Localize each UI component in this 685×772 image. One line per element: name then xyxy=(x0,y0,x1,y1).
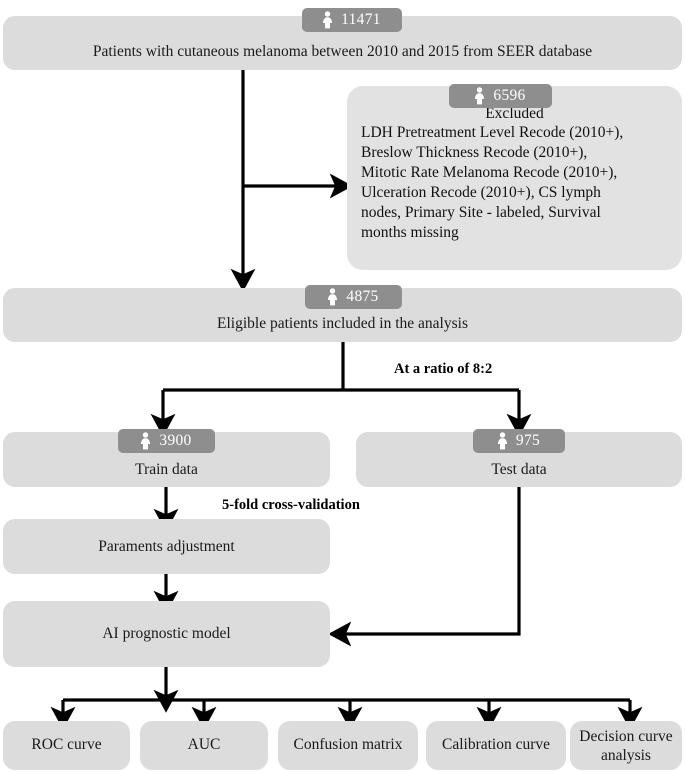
badge-test-count: 975 xyxy=(473,429,565,453)
node-output-roc-curve[interactable]: ROC curve xyxy=(3,721,130,770)
node-output-calibration-curve[interactable]: Calibration curve xyxy=(426,721,566,770)
person-icon xyxy=(141,432,151,450)
badge-train-count: 3900 xyxy=(118,429,215,453)
node-output-label: Confusion matrix xyxy=(293,736,403,753)
badge-excluded-count: 6596 xyxy=(449,84,552,108)
badge-source-count: 11471 xyxy=(302,8,402,32)
node-test-label: Test data xyxy=(491,461,547,478)
node-output-label: Calibration curve xyxy=(441,736,551,753)
badge-train-count-text: 3900 xyxy=(159,432,192,450)
badge-eligible-count: 4875 xyxy=(305,285,402,309)
node-output-auc[interactable]: AUC xyxy=(140,721,268,770)
person-icon xyxy=(323,11,333,29)
node-train-label: Train data xyxy=(135,461,198,478)
node-params-label: Paraments adjustment xyxy=(98,538,235,555)
node-excluded-reasons: LDH Pretreatment Level Recode (2010+), B… xyxy=(361,124,624,241)
badge-test-count-text: 975 xyxy=(515,432,541,450)
badge-eligible-count-text: 4875 xyxy=(346,288,379,306)
node-excluded[interactable]: Excluded LDH Pretreatment Level Recode (… xyxy=(347,86,682,270)
node-output-decision-curve-analysis[interactable]: Decision curve analysis xyxy=(570,721,682,770)
node-output-label: ROC curve xyxy=(31,736,102,753)
node-source-label: Patients with cutaneous melanoma between… xyxy=(92,43,593,60)
node-output-label: Decision curve analysis xyxy=(579,728,673,764)
annotation-cross-validation: 5-fold cross-validation xyxy=(222,497,360,513)
arrow-test-to-model xyxy=(328,487,521,647)
person-icon xyxy=(475,87,485,105)
node-eligible-label: Eligible patients included in the analys… xyxy=(217,315,468,332)
annotation-split-ratio: At a ratio of 8:2 xyxy=(394,361,493,377)
badge-source-count-text: 11471 xyxy=(341,11,381,29)
badge-excluded-count-text: 6596 xyxy=(493,87,526,105)
node-params-adjustment[interactable]: Paraments adjustment xyxy=(3,519,330,574)
node-output-confusion-matrix[interactable]: Confusion matrix xyxy=(278,721,418,770)
node-source-cohort[interactable]: Patients with cutaneous melanoma between… xyxy=(3,16,682,70)
person-icon xyxy=(497,432,508,450)
node-output-label: AUC xyxy=(187,736,221,753)
node-excluded-title: Excluded xyxy=(485,105,544,122)
node-ai-model-label: AI prognostic model xyxy=(102,625,231,642)
node-ai-model[interactable]: AI prognostic model xyxy=(3,601,330,667)
person-icon xyxy=(328,288,338,306)
